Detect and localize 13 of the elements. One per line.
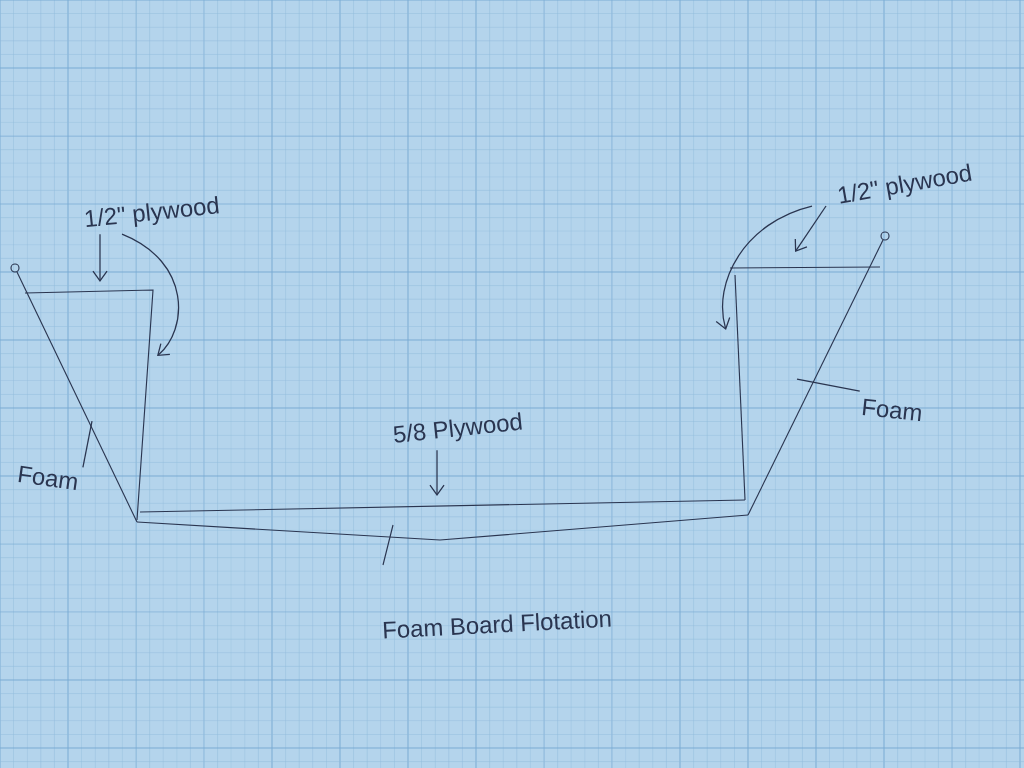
arrow: [429, 449, 445, 496]
part-label: 5/8 Plywood: [394, 412, 522, 443]
arrow: [92, 233, 108, 282]
part-label: 1/2" plywood: [838, 163, 972, 204]
part-label: Foam: [18, 465, 77, 491]
arrow: [121, 233, 180, 356]
leader-line: [796, 378, 861, 392]
part-label: Foam: [862, 398, 921, 422]
part-label: 1/2" plywood: [85, 196, 219, 228]
leader-line: [82, 420, 93, 468]
part-label: Foam Board Flotation: [383, 610, 611, 639]
arrow: [794, 205, 827, 252]
arrow: [715, 205, 813, 330]
